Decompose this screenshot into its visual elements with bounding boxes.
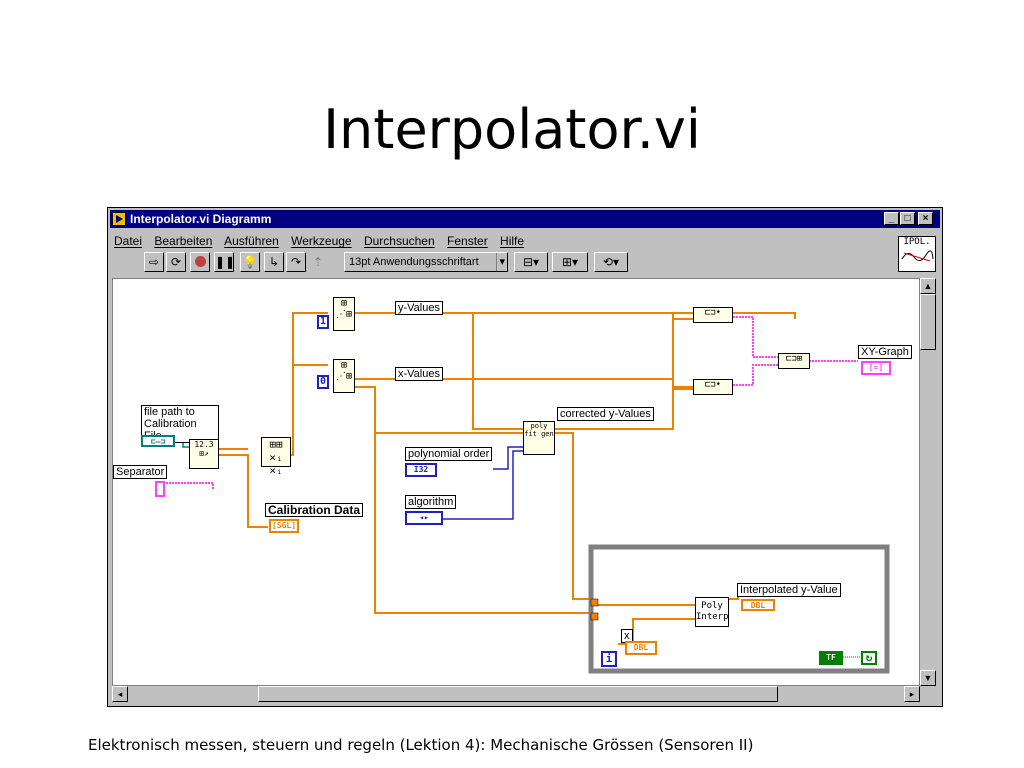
vertical-scrollbar[interactable]: ▲ ▼ (920, 278, 936, 686)
font-selector-label: 13pt Anwendungsschriftart (349, 256, 479, 268)
xy-graph-indicator[interactable]: [≈] (861, 361, 891, 375)
loop-iteration-terminal: i (601, 651, 617, 667)
menu-bearbeiten[interactable]: Bearbeiten (154, 234, 213, 248)
poly-interp-node[interactable]: Poly Interp (695, 597, 729, 627)
run-arrow-icon[interactable]: ⇨ (144, 252, 164, 272)
reorder-icon[interactable]: ⟲▾ (594, 252, 628, 272)
x-control[interactable]: DBL (625, 641, 657, 655)
polynomial-order-label: polynomial order (405, 447, 493, 461)
interpolated-y-label: Interpolated y-Value (737, 583, 841, 597)
maximize-button[interactable]: □ (900, 212, 915, 225)
menu-fenster[interactable]: Fenster (447, 234, 488, 248)
step-into-icon[interactable]: ↳ (264, 252, 284, 272)
menu-werkzeuge[interactable]: Werkzeuge (291, 234, 352, 248)
polynomial-order-control[interactable]: I32 (405, 463, 437, 477)
window-titlebar[interactable]: Interpolator.vi Diagramm _ □ × (110, 210, 940, 228)
corrected-y-label: corrected y-Values (557, 407, 654, 421)
loop-condition-icon[interactable]: ↻ (861, 651, 877, 665)
step-out-icon: ⇡ (308, 252, 328, 272)
algorithm-control[interactable]: ◂▸ (405, 511, 443, 525)
build-array-graph-node[interactable]: ⊏⊐⊞ (778, 353, 810, 369)
block-diagram-canvas[interactable]: file path to Calibration File ⊏—⊐ Separa… (112, 278, 920, 686)
menu-durchsuchen[interactable]: Durchsuchen (363, 234, 435, 248)
scroll-left-icon[interactable]: ◂ (112, 686, 128, 702)
scroll-up-icon[interactable]: ▲ (920, 278, 936, 294)
build-array-corrected-node[interactable]: ⊏⊐➧ (693, 379, 733, 395)
highlight-execution-icon[interactable]: 💡 (240, 252, 260, 272)
labview-run-icon (112, 212, 126, 226)
horizontal-scroll-thumb[interactable] (258, 686, 778, 702)
minimize-button[interactable]: _ (884, 212, 899, 225)
run-continuous-icon[interactable]: ⟳ (166, 252, 186, 272)
while-loop-frame (588, 544, 890, 674)
algorithm-label: algorithm (405, 495, 457, 509)
labview-diagram-window: Interpolator.vi Diagramm _ □ × Datei Bea… (107, 207, 943, 707)
window-title: Interpolator.vi Diagramm (130, 212, 272, 226)
slide-footer: Elektronisch messen, steuern und regeln … (88, 736, 754, 754)
file-path-label: file path to Calibration File (141, 405, 219, 443)
read-spreadsheet-node[interactable]: 12.3⊞↗ (189, 439, 219, 469)
interpolated-y-indicator[interactable]: DBL (741, 599, 775, 611)
chevron-down-icon: ▾ (496, 253, 505, 271)
menu-bar: Datei Bearbeiten Ausführen Werkzeuge Dur… (114, 234, 533, 250)
poly-fit-node[interactable]: poly fit gen (523, 421, 555, 455)
calibration-data-indicator[interactable]: [SGL] (269, 519, 299, 533)
scroll-down-icon[interactable]: ▼ (920, 670, 936, 686)
vi-icon[interactable]: IPOL. (898, 236, 936, 272)
menu-ausfuehren[interactable]: Ausführen (224, 234, 279, 248)
horizontal-scrollbar[interactable]: ◂ ▸ (112, 686, 920, 702)
abort-icon[interactable] (190, 252, 210, 272)
menu-hilfe[interactable]: Hilfe (500, 234, 525, 248)
scroll-right-icon[interactable]: ▸ (904, 686, 920, 702)
separator-control[interactable] (155, 481, 165, 497)
true-false-constant[interactable]: TF (819, 651, 843, 665)
calibration-data-label: Calibration Data (265, 503, 364, 517)
xy-graph-label: XY-Graph (858, 345, 912, 359)
index-one-constant[interactable]: 1 (317, 315, 329, 329)
y-values-label: y-Values (395, 301, 443, 315)
separator-label: Separator (113, 465, 168, 479)
menu-datei[interactable]: Datei (114, 234, 143, 248)
font-selector[interactable]: 13pt Anwendungsschriftart ▾ (344, 252, 508, 272)
build-array-y-node[interactable]: ⊏⊐➧ (693, 307, 733, 323)
pause-icon[interactable]: ❚❚ (214, 252, 235, 272)
close-button[interactable]: × (918, 212, 933, 225)
file-path-control[interactable]: ⊏—⊐ (141, 435, 175, 447)
slide-title: Interpolator.vi (323, 98, 701, 161)
distribute-objects-icon[interactable]: ⊞▾ (552, 252, 588, 272)
read-spreadsheet-value: 12.3 (194, 440, 214, 449)
wires-layer (157, 312, 890, 674)
index-zero-constant[interactable]: 0 (317, 375, 329, 389)
index-array-x-node[interactable]: ⊞⋰⊞ (333, 359, 355, 393)
step-over-icon[interactable]: ↷ (286, 252, 306, 272)
index-array-node[interactable]: ⊞⊞×ᵢ ×ᵢ (261, 437, 291, 477)
index-array-y-node[interactable]: ⊞⋰⊞ (333, 297, 355, 331)
x-values-label: x-Values (395, 367, 443, 381)
vertical-scroll-thumb[interactable] (920, 294, 936, 350)
align-objects-icon[interactable]: ⊟▾ (514, 252, 548, 272)
vi-icon-label: IPOL. (903, 237, 931, 247)
wave-icon (901, 250, 934, 262)
